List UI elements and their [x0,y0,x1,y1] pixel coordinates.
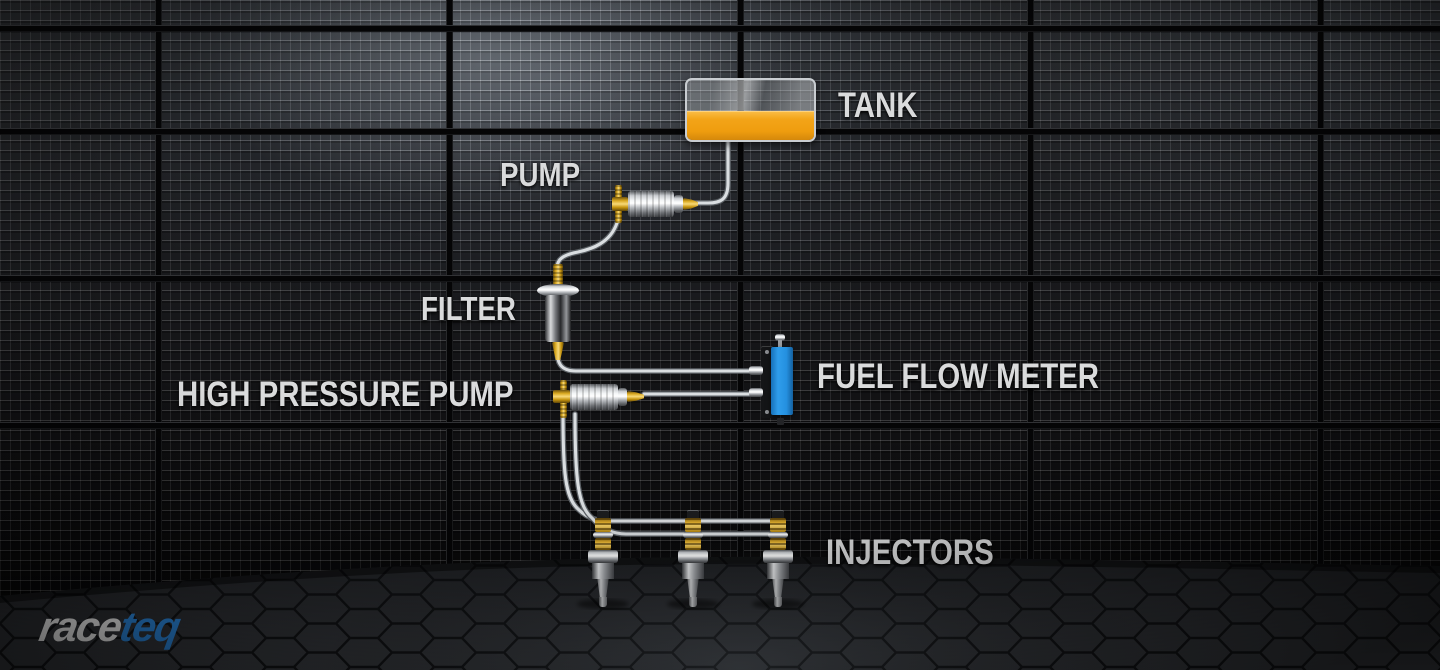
logo-race-text: race [35,603,125,650]
hpp-body [570,384,618,410]
fuel-flow-meter-label: FUEL FLOW METER [817,357,1100,396]
logo-teq-text: teq [116,603,184,650]
meter-screw [765,410,769,414]
high-pressure-pump-label: HIGH PRESSURE PUMP [177,375,514,414]
hpp-t-fitting [553,390,570,403]
tank-fuel-level [687,111,814,140]
injector-gold-band [685,518,701,532]
panel-seam-vertical [1317,0,1324,605]
meter-screw [765,350,769,354]
pump-t-fitting [612,197,628,211]
wall-light-right [850,0,1440,340]
raceteq-logo: raceteq [35,603,184,650]
injector-flange [763,550,793,563]
injectors-label: INJECTORS [826,533,994,572]
injector-body [592,563,614,579]
filter-body [545,295,571,342]
hpp-outlet-fitting [627,391,644,402]
injector-tip [774,597,782,607]
meter-outlet-port [749,388,763,397]
injector-1 [585,510,621,610]
panel-seam-horizontal [0,25,1440,32]
meter-bottom-stub [777,418,784,425]
filter-inlet-fitting [553,264,563,286]
injector-flange [678,550,708,563]
injector-2 [675,510,711,610]
injector-nozzle [687,579,699,598]
high-pressure-pump-component [551,376,651,420]
injector-flange [588,550,618,563]
panel-seam-horizontal [0,275,1440,282]
pump-body [628,191,674,217]
injector-gold-band [595,518,611,532]
filter-outlet-fitting [552,342,564,360]
panel-seam-vertical [155,0,162,605]
injector-gold-band [685,538,701,550]
meter-inlet-port [749,366,763,375]
injector-body [767,563,789,579]
injector-gold-band [770,518,786,532]
pump-outlet-fitting [683,198,698,210]
panel-seam-vertical [1027,0,1034,605]
fuel-flow-meter-component [749,334,795,428]
hpp-outlet-nut [618,388,627,406]
injector-tip [689,597,697,607]
pump-outlet-nut [674,195,683,213]
tank-glass-gloss [687,80,814,112]
tank-component [685,78,816,142]
filter-component [537,264,579,360]
injector-tip [599,597,607,607]
injector-nozzle [597,579,609,598]
pump-component [612,185,702,225]
injector-gold-band [770,538,786,550]
injector-gold-band [595,538,611,550]
injector-nozzle [772,579,784,598]
meter-blue-body [771,347,793,415]
filter-label: FILTER [421,290,516,327]
tank-label: TANK [838,86,918,125]
pump-label: PUMP [500,156,581,193]
injector-3 [760,510,796,610]
injector-body [682,563,704,579]
panel-seam-horizontal [0,422,1440,429]
